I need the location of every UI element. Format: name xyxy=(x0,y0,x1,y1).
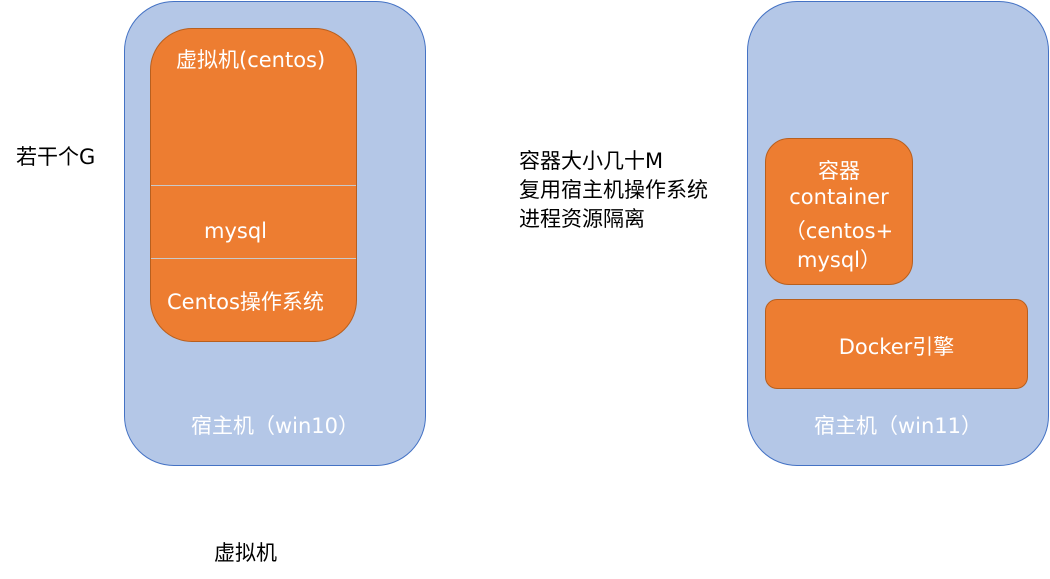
container-box: 容器 container （centos+ mysql） xyxy=(765,138,913,285)
vm-mysql-label: mysql xyxy=(204,219,267,243)
container-contents-line2: mysql） xyxy=(797,248,881,272)
container-note-line1: 容器大小几十M xyxy=(519,149,664,173)
vm-divider-bottom xyxy=(151,258,356,259)
vm-divider-top xyxy=(151,185,356,186)
docker-engine-label: Docker引擎 xyxy=(838,335,955,359)
container-note-line3: 进程资源隔离 xyxy=(519,207,645,231)
vm-title: 虚拟机(centos) xyxy=(176,48,326,72)
docker-engine-box: Docker引擎 xyxy=(765,299,1028,389)
virtual-machine-box: 虚拟机(centos) mysql Centos操作系统 xyxy=(150,28,357,342)
host-label-win10: 宿主机（win10） xyxy=(190,414,360,438)
container-contents-line1: （centos+ xyxy=(784,219,894,243)
vm-caption: 虚拟机 xyxy=(214,541,277,565)
vm-os-label: Centos操作系统 xyxy=(167,290,324,314)
size-note-left: 若干个G xyxy=(16,145,96,169)
container-title: 容器 xyxy=(818,159,860,183)
container-subtitle: container xyxy=(789,185,889,209)
container-note-line2: 复用宿主机操作系统 xyxy=(519,178,708,202)
host-label-win11: 宿主机（win11） xyxy=(813,414,983,438)
